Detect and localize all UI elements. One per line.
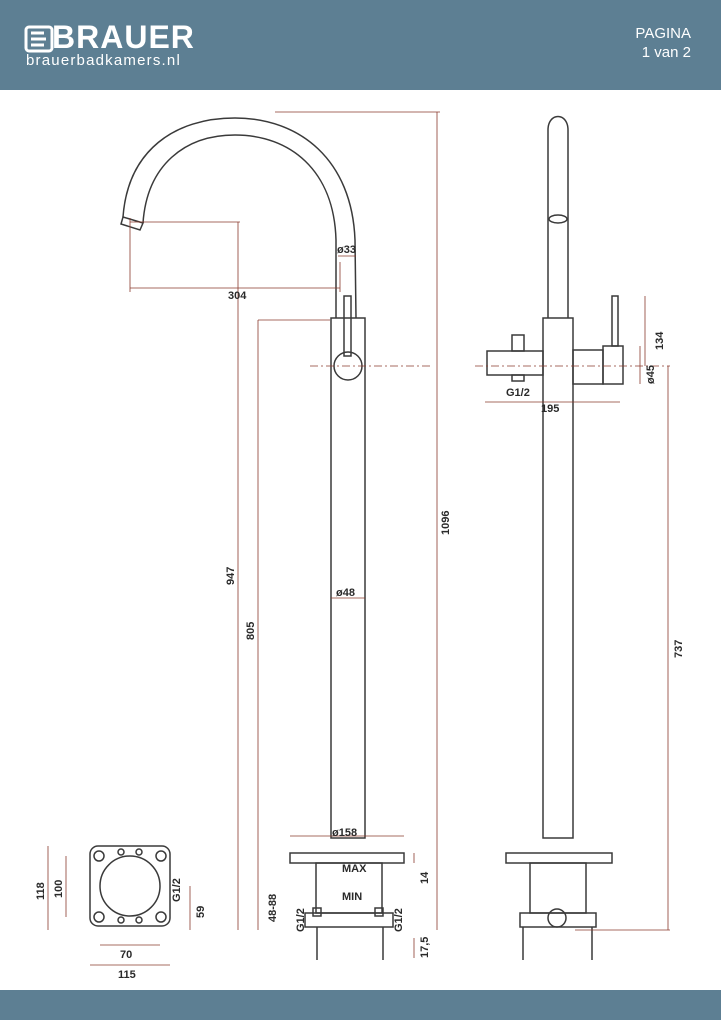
label-height-947: 947 <box>225 567 237 585</box>
side-view <box>486 115 624 960</box>
label-base-diameter: ø158 <box>332 827 357 839</box>
dimension-lines <box>47 111 670 966</box>
label-handle-diameter: ø45 <box>645 365 657 384</box>
label-mixer-width: 195 <box>541 403 559 415</box>
label-min: MIN <box>342 891 362 903</box>
label-max: MAX <box>342 863 367 875</box>
label-plate-115: 115 <box>118 969 136 981</box>
mounting-plate <box>89 845 171 927</box>
label-height-805: 805 <box>245 622 257 640</box>
label-rough-depth: 48-88 <box>267 894 279 922</box>
footer-bar <box>0 990 721 1020</box>
label-column-diameter: ø48 <box>336 587 355 599</box>
page-indicator: PAGINA 1 van 2 <box>635 24 691 62</box>
website-link[interactable]: brauerbadkamers.nl <box>26 52 182 69</box>
label-side-height: 737 <box>673 640 685 658</box>
technical-drawing: 304 ø33 947 805 1096 ø48 ø158 48-88 14 1… <box>35 111 685 981</box>
label-hand-shower-connection: G1/2 <box>506 387 530 399</box>
brauer-logo-icon <box>24 25 54 53</box>
label-mixer-height: 134 <box>654 331 666 350</box>
dimension-labels: 304 ø33 947 805 1096 ø48 ø158 48-88 14 1… <box>35 244 685 981</box>
page-number: 1 van 2 <box>641 44 691 61</box>
label-leg-length: 17,5 <box>419 937 431 958</box>
label-plate-inlet: G1/2 <box>171 878 183 902</box>
brand-name: BRAUER <box>52 19 195 55</box>
label-plate-118: 118 <box>35 882 47 900</box>
label-spout-diameter: ø33 <box>337 244 356 256</box>
front-view <box>120 117 405 960</box>
label-total-height: 1096 <box>440 511 452 535</box>
label-inlet-left: G1/2 <box>295 908 307 932</box>
page-label: PAGINA <box>635 25 691 42</box>
header-bar: BRAUER brauerbadkamers.nl PAGINA 1 van 2 <box>0 0 721 90</box>
label-base-thickness: 14 <box>419 871 431 884</box>
label-plate-70: 70 <box>120 949 132 961</box>
label-plate-59: 59 <box>195 906 207 918</box>
label-plate-100: 100 <box>53 880 65 898</box>
label-inlet-right: G1/2 <box>393 908 405 932</box>
label-spout-reach: 304 <box>228 290 247 302</box>
